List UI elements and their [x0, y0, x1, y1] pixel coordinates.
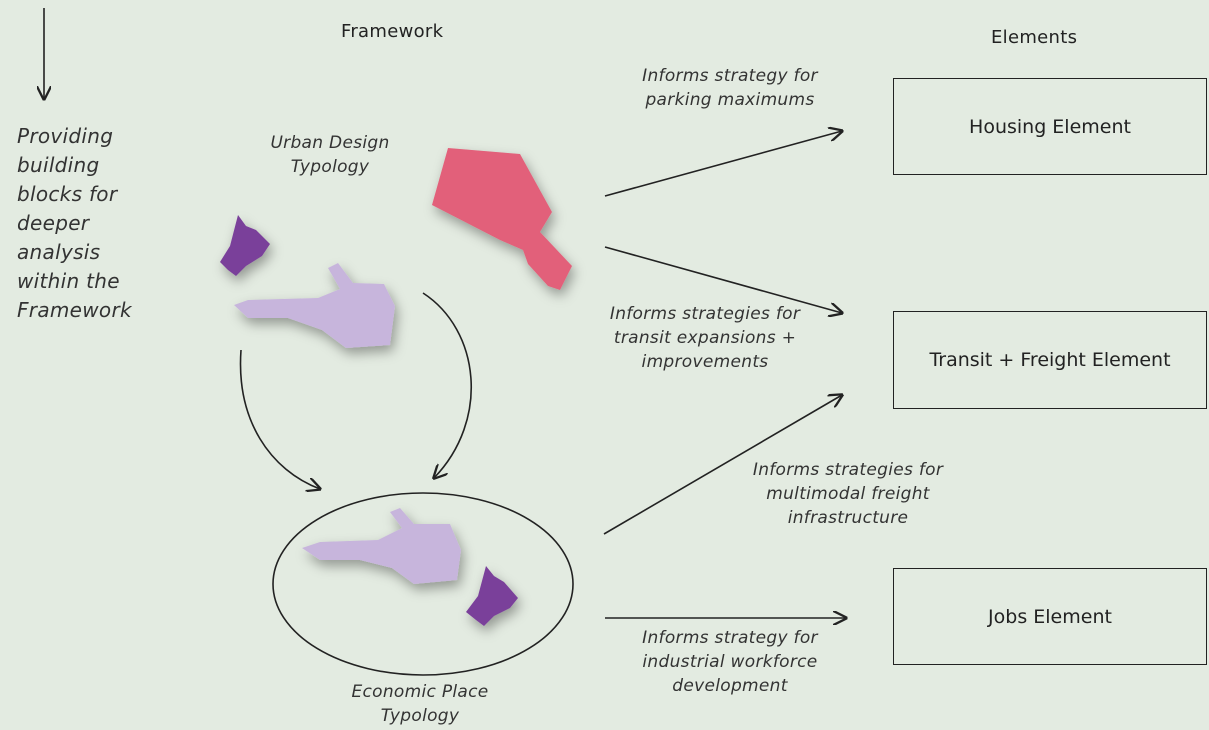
side-note-line: building	[17, 153, 100, 177]
side-note: Providing building blocks for deeper ana…	[17, 122, 132, 325]
framework-header: Framework	[341, 21, 444, 42]
arrow-to-transit-from-urban	[604, 246, 842, 313]
urban-design-typology-label: Urban Design Typology	[240, 131, 420, 179]
purple-shape-top	[220, 215, 270, 276]
annotation-freight: Informs strategies for multimodal freigh…	[728, 458, 968, 530]
side-note-line: Framework	[17, 298, 132, 322]
annotation-parking: Informs strategy for parking maximums	[610, 64, 850, 112]
jobs-element-label: Jobs Element	[988, 605, 1112, 628]
transit-freight-element-label: Transit + Freight Element	[929, 349, 1171, 371]
annotation-line: multimodal freight	[766, 484, 930, 504]
annotation-line: Informs strategies for	[752, 460, 944, 480]
arrow-to-housing	[604, 131, 842, 197]
side-note-line: analysis	[17, 240, 101, 264]
lilac-shape-ellipse	[302, 508, 461, 584]
side-note-line: Providing	[17, 124, 114, 148]
annotation-line: parking maximums	[645, 90, 815, 110]
curved-arrow-left	[239, 349, 320, 489]
annotation-line: industrial workforce	[642, 652, 818, 672]
side-note-line: within the	[17, 269, 120, 293]
transit-freight-element-box: Transit + Freight Element	[893, 311, 1207, 409]
lilac-shape-top	[234, 263, 395, 348]
label-line: Urban Design	[270, 133, 390, 153]
jobs-element-box: Jobs Element	[893, 568, 1207, 665]
arrow-to-transit-from-economic	[603, 395, 842, 535]
annotation-line: transit expansions +	[613, 328, 797, 348]
annotation-line: Informs strategies for	[609, 304, 801, 324]
annotation-line: Informs strategy for	[642, 66, 818, 86]
annotation-line: infrastructure	[787, 508, 909, 528]
elements-header: Elements	[991, 27, 1078, 48]
annotation-line: Informs strategy for	[642, 628, 818, 648]
annotation-workforce: Informs strategy for industrial workforc…	[610, 626, 850, 698]
urban-design-shape	[432, 148, 572, 290]
annotation-line: improvements	[641, 352, 769, 372]
side-note-line: blocks for	[17, 182, 118, 206]
label-line: Typology	[380, 706, 460, 726]
economic-place-typology-label: Economic Place Typology	[320, 680, 520, 728]
economic-place-ellipse	[272, 492, 574, 676]
housing-element-label: Housing Element	[969, 115, 1131, 138]
housing-element-box: Housing Element	[893, 78, 1207, 175]
curved-arrow-right	[422, 292, 472, 478]
annotation-line: development	[672, 676, 788, 696]
purple-shape-ellipse	[466, 566, 518, 626]
label-line: Typology	[290, 157, 370, 177]
label-line: Economic Place	[351, 682, 489, 702]
annotation-transit: Informs strategies for transit expansion…	[585, 302, 825, 374]
side-note-line: deeper	[17, 211, 90, 235]
